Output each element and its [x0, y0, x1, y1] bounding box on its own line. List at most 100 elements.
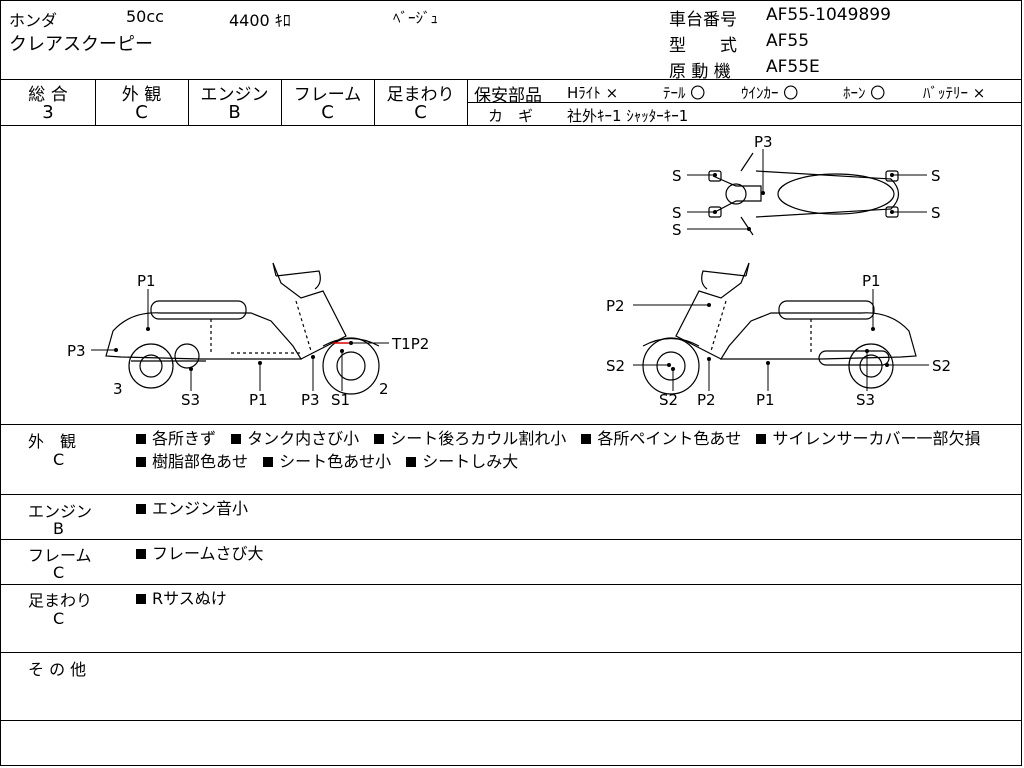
grade-suspension-value: C [414, 102, 427, 123]
safety-item-battery: ﾊﾞｯﾃﾘｰ × [923, 82, 985, 103]
bullet-icon [581, 434, 592, 444]
divider [95, 79, 96, 125]
defect-item: シートしみ大 [406, 452, 518, 471]
label-right-s2-right: S2 [932, 357, 951, 375]
detail-exterior-grade: C [53, 450, 65, 469]
divider [1, 125, 1021, 126]
label-left-p1b: P1 [249, 391, 268, 409]
safety-item-name: Hﾗｲﾄ [567, 84, 601, 102]
defect-item: タンク内さび小 [231, 429, 359, 448]
divider [1, 79, 1021, 80]
detail-engine-items: エンジン音小 [136, 497, 1016, 520]
label-right-p2b: P2 [697, 391, 716, 409]
type-label: 型 式 [669, 36, 737, 56]
frame-no-label: 車台番号 [669, 10, 737, 30]
safety-item-status: 〇 [870, 84, 886, 102]
divider [1, 720, 1021, 721]
divider [188, 79, 189, 125]
label-right-p1: P1 [862, 272, 881, 290]
damage-points [114, 173, 894, 371]
bullet-icon [263, 457, 274, 467]
divider [1, 539, 1021, 540]
grade-suspension-label: 足まわり [386, 85, 455, 105]
engine-label: 原 動 機 [669, 62, 731, 82]
defect-item: シート後ろカウル割れ小 [374, 429, 566, 448]
defect-item: 各所きず [136, 429, 216, 448]
damage-diagram: P1 P3 T1P2 3 2 S3 P1 P3 S1 P2 P1 S2 S2 S… [67, 133, 951, 409]
label-right-s2-left: S2 [606, 357, 625, 375]
detail-engine-label: エンジン [28, 502, 93, 521]
defect-item: 樹脂部色あせ [136, 452, 248, 471]
detail-other-label: そ の 他 [28, 660, 87, 679]
safety-item-headlight: Hﾗｲﾄ × [567, 82, 618, 103]
divider [374, 79, 375, 125]
detail-suspension-grade: C [53, 609, 65, 628]
detail-frame-grade: C [53, 563, 65, 582]
bullet-icon [756, 434, 767, 444]
scooter-top-view [708, 152, 900, 236]
bullet-icon [136, 594, 146, 604]
label-top-s1: S [672, 167, 682, 185]
label-right-s2b: S2 [659, 391, 678, 409]
divider [467, 102, 1021, 103]
detail-suspension-label: 足まわり [28, 591, 93, 610]
defect-item: 各所ペイント色あせ [581, 429, 741, 448]
defect-item: フレームさび大 [136, 544, 264, 563]
maker: ホンダ [9, 11, 58, 30]
model-name: クレアスクーピー [9, 34, 153, 55]
safety-item-tail: ﾃｰﾙ 〇 [663, 82, 705, 103]
safety-item-status: 〇 [783, 84, 799, 102]
scooter-right-view [642, 262, 917, 395]
label-left-p3b: P3 [301, 391, 320, 409]
defect-item: シート色あせ小 [263, 452, 391, 471]
bullet-icon [136, 549, 146, 559]
label-right-p2: P2 [606, 297, 625, 315]
label-top-s4: S [931, 167, 941, 185]
divider [1, 652, 1021, 653]
detail-suspension-items: Rサスぬけ [136, 587, 1016, 610]
safety-item-status: 〇 [690, 84, 706, 102]
detail-engine-grade: B [53, 519, 64, 538]
bullet-icon [136, 504, 146, 514]
bullet-icon [374, 434, 385, 444]
grade-engine-label: エンジン [200, 85, 269, 105]
grade-exterior-label: 外 観 [121, 85, 162, 105]
divider [281, 79, 282, 125]
grade-engine-value: B [228, 102, 241, 123]
defect-item: エンジン音小 [136, 499, 248, 518]
safety-item-status: × [972, 84, 986, 102]
label-left-t1p2: T1P2 [391, 335, 429, 353]
label-left-3: 3 [113, 380, 123, 398]
label-top-s5: S [931, 204, 941, 222]
detail-exterior-label: 外 観 [28, 432, 77, 451]
safety-label: 保安部品 [474, 86, 542, 106]
defect-item: サイレンサーカバー一部欠損 [756, 429, 980, 448]
label-top-s2: S [672, 204, 682, 222]
grade-exterior-value: C [135, 102, 148, 123]
frame-no: AF55-1049899 [766, 5, 891, 25]
engine-value: AF55E [766, 57, 820, 77]
detail-exterior-items: 各所きず タンク内さび小 シート後ろカウル割れ小 各所ペイント色あせ サイレンサ… [136, 427, 1016, 473]
bullet-icon [136, 457, 146, 467]
label-left-s3: S3 [181, 391, 200, 409]
mileage: 4400 ｷﾛ [229, 11, 291, 30]
safety-item-name: ﾎｰﾝ [843, 84, 866, 102]
bullet-icon [136, 434, 146, 444]
label-top-s3: S [672, 221, 682, 239]
label-left-p3: P3 [67, 342, 86, 360]
safety-item-winker: ｳｲﾝｶｰ 〇 [741, 82, 798, 103]
grade-frame-label: フレーム [293, 85, 362, 105]
color: ﾍﾞｰｼﾞｭ [393, 9, 439, 27]
divider [1, 584, 1021, 585]
scooter-left-view [105, 262, 380, 395]
detail-frame-label: フレーム [28, 546, 92, 565]
grade-overall-label: 総 合 [28, 85, 68, 105]
label-right-p1b: P1 [756, 391, 775, 409]
leader-lines [91, 149, 929, 391]
bullet-icon [406, 457, 417, 467]
safety-item-name: ﾃｰﾙ [663, 84, 686, 102]
key-label: カ ギ [488, 107, 534, 125]
label-left-p1: P1 [137, 272, 156, 290]
displacement: 50cc [126, 7, 164, 26]
